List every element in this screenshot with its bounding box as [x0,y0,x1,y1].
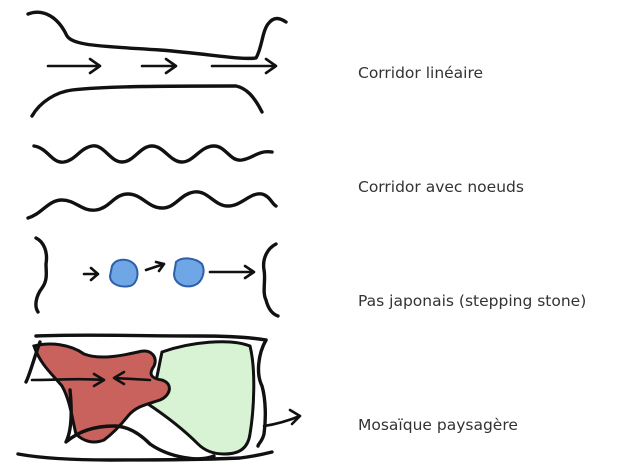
flow-arrow-2 [142,59,176,73]
panel-linear-corridor: Corridor linéaire [0,0,330,125]
arrow-to-stone-1 [84,268,98,280]
mosaic-right-boundary [258,340,266,446]
mosaic-flow-arrow-right [264,410,300,426]
stepping-stone-1 [110,260,137,287]
panel-stepping-stone: Pas japonais (stepping stone) [0,228,330,328]
corridor-nodes-sketch [0,130,330,230]
flow-arrow-1 [48,59,100,73]
panel-corridor-nodes: Corridor avec noeuds [0,130,330,230]
panel-landscape-mosaic: Mosaïque paysagère [0,330,330,469]
corridor-bottom-edge [32,86,262,116]
left-habitat-edge [36,238,47,312]
right-habitat-edge [264,244,278,316]
linear-corridor-sketch [0,0,330,125]
wavy-top-edge [34,146,272,162]
label-corridor-nodes: Corridor avec noeuds [358,178,524,196]
arrow-to-stone-2 [146,262,164,271]
flow-arrow-3 [212,59,276,73]
arrow-to-edge [210,266,254,278]
label-landscape-mosaic: Mosaïque paysagère [358,416,518,434]
landscape-mosaic-sketch [0,330,330,469]
stepping-stone-2 [174,258,204,286]
mosaic-left-boundary [26,342,40,382]
corridor-top-edge [28,12,286,58]
wavy-bottom-edge [28,192,276,218]
mosaic-top-boundary [36,335,266,340]
stepping-stone-sketch [0,228,330,328]
label-stepping-stone: Pas japonais (stepping stone) [358,292,586,310]
label-linear-corridor: Corridor linéaire [358,64,483,82]
